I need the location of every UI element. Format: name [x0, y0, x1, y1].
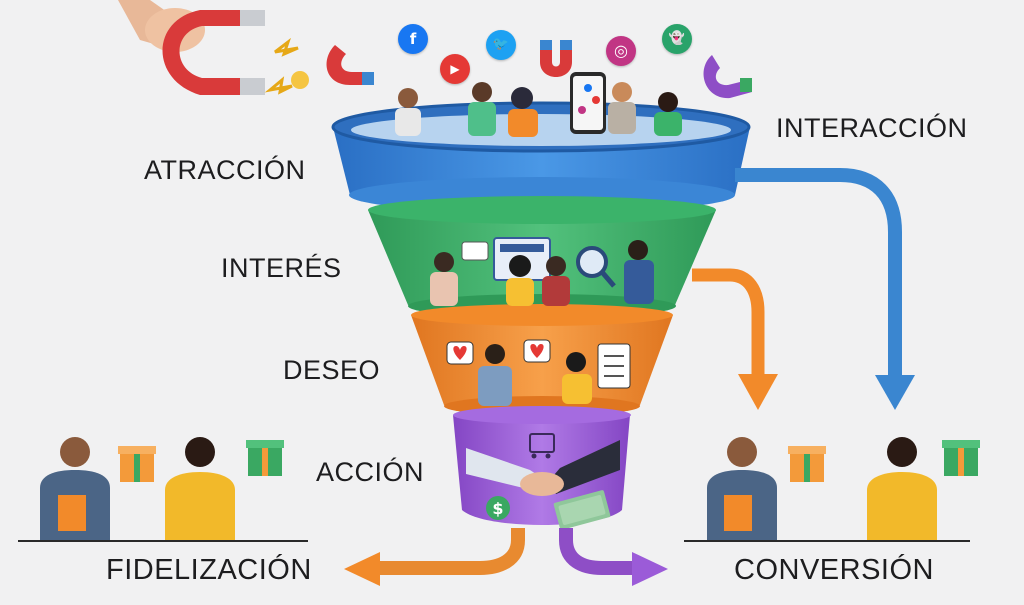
shelf-right	[684, 540, 970, 542]
interaction-arrow	[735, 168, 915, 410]
arrow-to-conversion	[632, 552, 668, 586]
stage-label-interest: INTERÉS	[221, 253, 342, 283]
outcome-label-conversion: CONVERSIÓN	[734, 554, 934, 586]
svg-text:$: $	[492, 499, 503, 518]
magnet-icon	[703, 55, 752, 99]
outcome-label-loyalty: FIDELIZACIÓN	[106, 554, 312, 586]
snapchat-icon: 👻	[662, 24, 692, 54]
shelf-left	[18, 540, 308, 542]
people-interest	[430, 237, 654, 306]
people-desire	[446, 339, 631, 406]
outcome-label-interaction: INTERACCIÓN	[776, 113, 968, 143]
funnel-stem	[344, 528, 668, 586]
facebook-icon: f	[398, 24, 428, 54]
stage-label-attraction: ATRACCIÓN	[144, 155, 306, 185]
interest-arrow	[692, 268, 778, 410]
funnel-tier-attraction	[331, 101, 751, 213]
conversion-customers	[707, 437, 980, 540]
arrow-to-loyalty	[344, 552, 380, 586]
youtube-icon: ▶	[440, 54, 470, 84]
stage-label-desire: DESEO	[283, 355, 381, 385]
stage-label-action: ACCIÓN	[316, 457, 425, 487]
people-attraction	[395, 72, 682, 137]
instagram-icon: ◎	[606, 36, 636, 66]
magnet-icon	[540, 40, 572, 77]
loyalty-customers	[40, 437, 284, 540]
magnet-icon	[326, 45, 374, 85]
handshake-action: $	[466, 433, 620, 530]
twitter-icon: 🐦	[486, 30, 516, 60]
hand-magnet-illustration	[118, 0, 309, 95]
